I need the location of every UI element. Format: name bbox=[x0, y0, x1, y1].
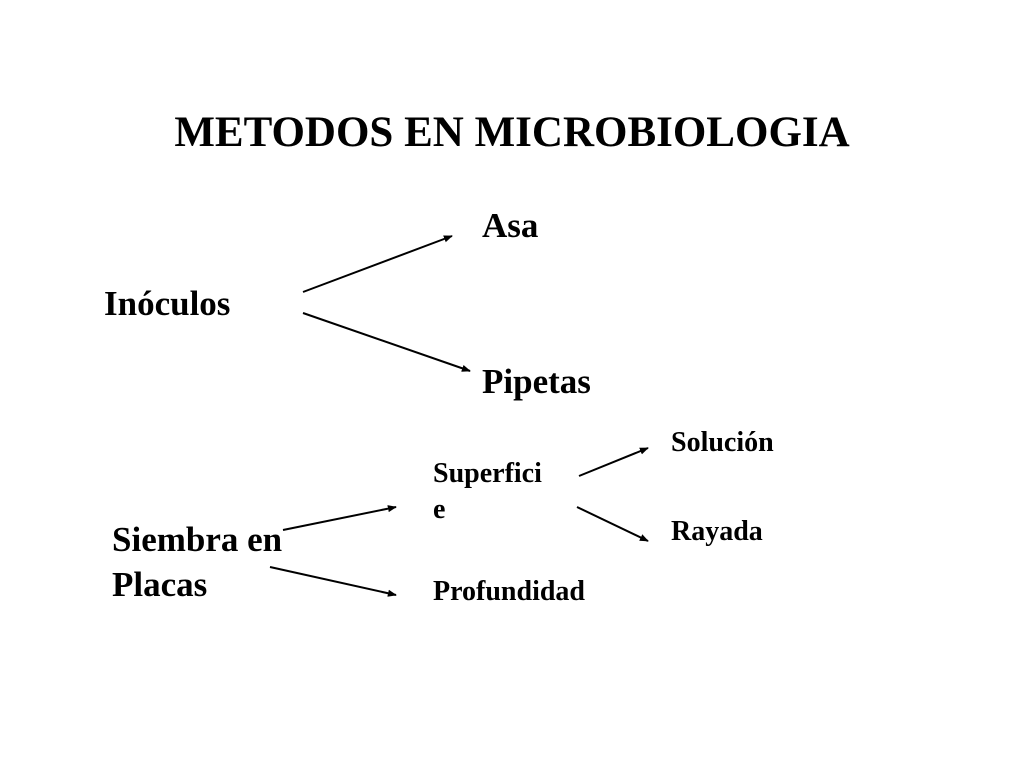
arrow-inoculos-to-asa bbox=[302, 235, 453, 293]
node-siembra-en-placas: Siembra en Placas bbox=[112, 517, 312, 607]
arrow-siembra-to-profundidad bbox=[269, 566, 397, 597]
node-siembra-line-2: Placas bbox=[112, 565, 208, 604]
node-siembra-line-1: Siembra en bbox=[112, 520, 283, 559]
node-profundidad: Profundidad bbox=[433, 576, 585, 607]
node-pipetas: Pipetas bbox=[482, 362, 591, 401]
arrow-siembra-to-superficie bbox=[282, 505, 397, 531]
node-superficie-line-2: e bbox=[433, 494, 446, 525]
node-rayada: Rayada bbox=[671, 516, 763, 547]
node-inoculos: Inóculos bbox=[104, 284, 231, 323]
node-superficie-line-1: Superfici bbox=[433, 458, 542, 489]
arrow-superficie-to-rayada bbox=[576, 506, 649, 542]
node-solucion: Solución bbox=[671, 427, 774, 458]
slide-title: METODOS EN MICROBIOLOGIA bbox=[174, 109, 850, 156]
node-superficie: Superfici e bbox=[433, 456, 573, 528]
node-asa: Asa bbox=[482, 206, 539, 245]
arrow-inoculos-to-pipetas bbox=[302, 312, 471, 372]
arrow-superficie-to-solucion bbox=[578, 447, 649, 477]
